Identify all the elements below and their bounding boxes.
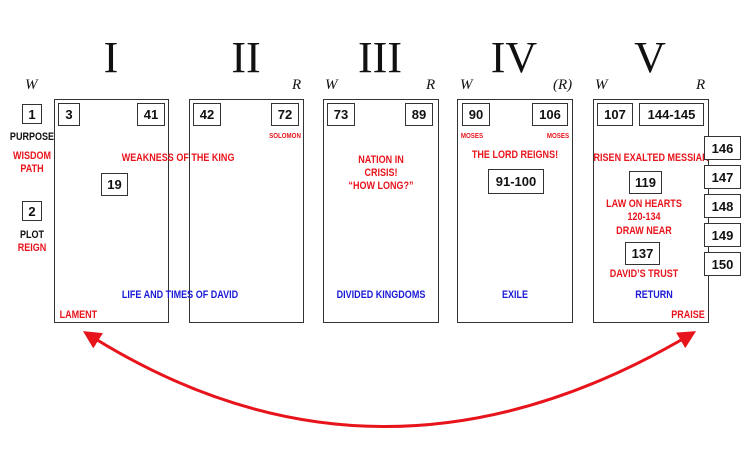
book-4-start-box: 90 <box>462 103 490 126</box>
book-numeral-1: I <box>103 33 119 82</box>
arc-path <box>82 331 697 428</box>
divided-kingdoms-label: DIVIDED KINGDOMS <box>336 289 426 301</box>
book-3-r-marker: R <box>426 77 436 93</box>
psalm-150-box: 150 <box>704 252 741 276</box>
book-numeral-3: III <box>358 33 402 82</box>
psalm-2-box: 2 <box>22 201 42 221</box>
book-5-panel <box>593 99 709 323</box>
psalm-147-box: 147 <box>704 165 741 189</box>
psalm-119-box: 119 <box>629 171 662 194</box>
book-2-panel <box>189 99 304 323</box>
psalm-19-box: 19 <box>101 173 128 196</box>
draw-near-label: DRAW NEAR <box>616 225 672 237</box>
life-and-times-of-david-label: LIFE AND TIMES OF DAVID <box>121 289 239 301</box>
book-2-end-box: 72 <box>271 103 299 126</box>
book-numeral-4: IV <box>490 33 538 82</box>
path-label: PATH <box>20 163 44 175</box>
lament-label: LAMENT <box>59 309 98 321</box>
purpose-label: PURPOSE <box>9 131 55 143</box>
moses-right-label: MOSES <box>546 131 570 140</box>
exile-label: EXILE <box>501 289 529 301</box>
davids-trust-label: DAVID’S TRUST <box>609 268 679 280</box>
risen-exalted-messiah-label: RISEN EXALTED MESSIAH <box>593 152 709 164</box>
moses-left-label: MOSES <box>460 131 484 140</box>
book-4-r-marker: (R) <box>553 77 573 93</box>
praise-label: PRAISE <box>671 309 705 321</box>
book-3-start-box: 73 <box>327 103 355 126</box>
weakness-of-the-king-label: WEAKNESS OF THE KING <box>121 152 235 164</box>
book-4-panel <box>457 99 573 323</box>
book-5-r-marker: R <box>696 77 706 93</box>
the-lord-reigns-label: THE LORD REIGNS! <box>471 149 559 161</box>
book-numeral-2: II <box>231 33 261 82</box>
book-1-start-box: 3 <box>58 103 80 126</box>
psalms-120-134-label: 120-134 <box>627 211 661 223</box>
book-1-panel <box>54 99 169 323</box>
psalm-137-box: 137 <box>625 242 660 265</box>
psalms-91-100-box: 91-100 <box>488 169 544 194</box>
book-4-end-box: 106 <box>532 103 568 126</box>
psalm-148-box: 148 <box>704 194 741 218</box>
book-3-panel <box>323 99 439 323</box>
book-1-end-box: 41 <box>137 103 165 126</box>
wisdom-label: WISDOM <box>12 150 52 162</box>
book-1-w-marker: W <box>25 77 38 93</box>
psalm-1-box: 1 <box>22 104 42 124</box>
book-5-end-box: 144-145 <box>639 103 704 126</box>
how-long-label: “HOW LONG?” <box>348 180 414 192</box>
nation-in-label: NATION IN <box>358 154 404 166</box>
book-4-w-marker: W <box>460 77 473 93</box>
book-numeral-5: V <box>634 33 666 82</box>
book-3-w-marker: W <box>325 77 338 93</box>
book-2-r-marker: R <box>292 77 302 93</box>
psalm-149-box: 149 <box>704 223 741 247</box>
psalm-146-box: 146 <box>704 136 741 160</box>
reign-label: REIGN <box>17 242 47 254</box>
book-5-w-marker: W <box>595 77 608 93</box>
book-3-end-box: 89 <box>405 103 433 126</box>
solomon-label: SOLOMON <box>269 131 301 140</box>
book-5-start-box: 107 <box>597 103 633 126</box>
plot-label: PLOT <box>19 229 45 241</box>
book-2-start-box: 42 <box>193 103 221 126</box>
crisis-label: CRISIS! <box>364 167 398 179</box>
return-label: RETURN <box>635 289 673 301</box>
law-on-hearts-label: LAW ON HEARTS <box>606 198 682 210</box>
